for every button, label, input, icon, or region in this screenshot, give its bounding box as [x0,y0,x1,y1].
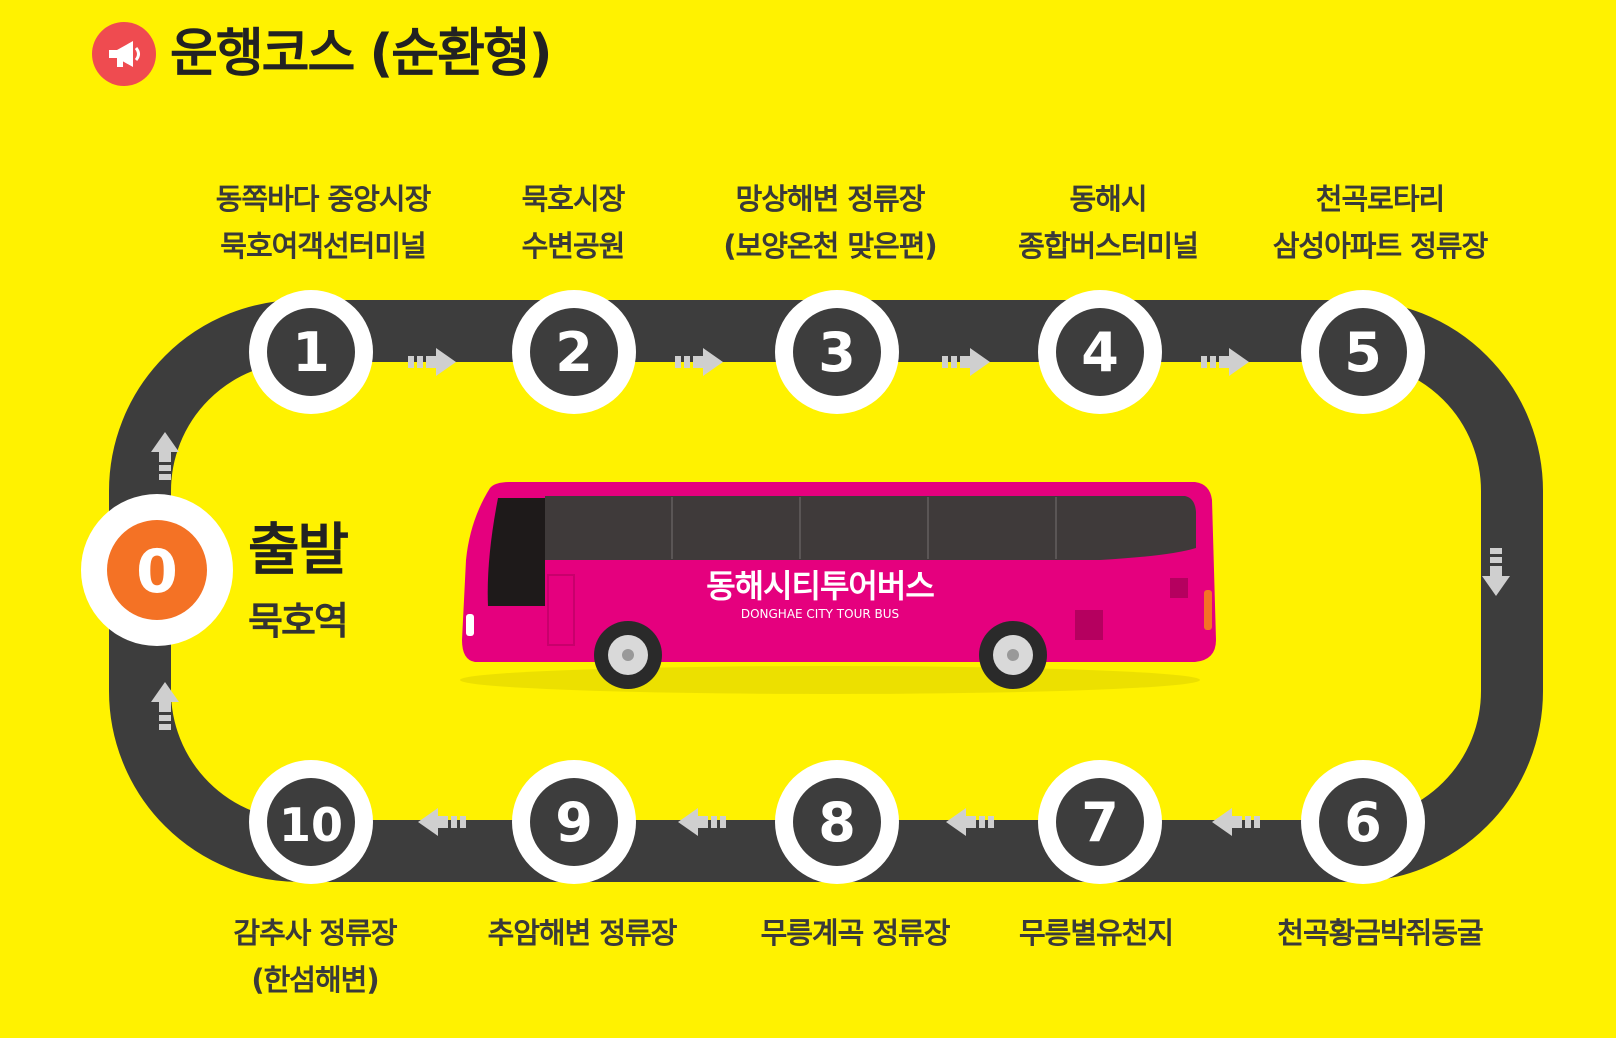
stop-label-5: 천곡로타리 삼성아파트 정류장 [1272,182,1489,263]
bus-brand-en: DONGHAE CITY TOUR BUS [741,607,899,621]
start-stop: 0 [81,494,233,646]
bus-head-light [466,614,474,636]
arrow-left-icon [678,808,726,836]
stop-label-7: 무릉별유천지 [1018,916,1174,950]
megaphone-icon [92,22,156,86]
bus-shadow [460,666,1200,694]
direction-arrows-right [1482,548,1510,596]
stop-1: 1 [249,290,373,414]
stop-label-10: 감추사 정류장 (한섬해변) [233,916,397,997]
stop-label-3: 망상해변 정류장 (보양온천 맞은편) [723,182,937,263]
stop-circle-inner [530,308,618,396]
stop-number: 1 [292,321,330,384]
arrow-right-icon [942,348,990,376]
arrow-right-icon [1201,348,1249,376]
page-title: 운행코스 (순환형) [170,24,553,84]
stop-number: 10 [279,798,343,852]
bus-wheel-rear [979,621,1047,689]
stop-10: 10 [249,760,373,884]
page-header: 운행코스 (순환형) [92,22,553,86]
stop-5: 5 [1301,290,1425,414]
stop-label-1: 동쪽바다 중앙시장 묵호여객선터미널 [215,182,432,263]
stop-circle-inner [793,308,881,396]
tour-bus: 동해시티투어버스 DONGHAE CITY TOUR BUS [460,482,1216,694]
stops: 1 2 3 4 5 6 7 8 9 10 [249,290,1425,884]
bus-windshield [487,498,545,606]
stop-3: 3 [775,290,899,414]
stop-number: 5 [1344,321,1382,384]
stop-number: 3 [818,321,856,384]
stop-4: 4 [1038,290,1162,414]
stop-9: 9 [512,760,636,884]
arrow-right-icon [675,348,723,376]
start-stop-name: 묵호역 [248,599,349,643]
arrow-down-icon [1482,548,1510,596]
arrow-up-icon [151,432,179,480]
stop-label-6: 천곡황금박쥐동굴 [1277,916,1483,950]
arrow-left-icon [1212,808,1260,836]
stop-circle-inner [530,778,618,866]
stop-6: 6 [1301,760,1425,884]
bus-vent [1170,578,1188,598]
bus-wheel-front [594,621,662,689]
stop-circle-inner [1319,778,1407,866]
stop-number: 2 [555,321,593,384]
stop-circle-inner [1056,308,1144,396]
bus-windows [545,496,1196,560]
stop-number: 9 [555,791,593,854]
bus-tail-light [1204,590,1212,630]
stop-number: 7 [1081,791,1119,854]
start-number: 0 [136,537,178,607]
arrow-left-icon [946,808,994,836]
stop-circle-inner [793,778,881,866]
bus-door [547,574,575,646]
stop-circle-inner [267,778,355,866]
stop-circle-inner [1056,778,1144,866]
stop-label-2: 묵호시장 수변공원 [521,182,626,263]
window-dividers [671,497,1057,559]
start-circle-inner [107,520,207,620]
arrow-up-icon [151,682,179,730]
stop-label-4: 동해시 종합버스터미널 [1018,182,1199,263]
stop-label-8: 무릉계곡 정류장 [760,916,951,950]
arrow-right-icon [408,348,456,376]
bus-brand: 동해시티투어버스 [706,567,934,605]
bus-grille [1075,610,1103,640]
direction-arrows-left [151,432,179,730]
stop-number: 8 [818,791,856,854]
stop-label-9: 추암해변 정류장 [487,916,678,950]
stop-circle-inner [267,308,355,396]
direction-arrows-bottom [418,808,1260,836]
arrow-left-icon [418,808,466,836]
stop-8: 8 [775,760,899,884]
stop-number: 6 [1344,791,1382,854]
stop-2: 2 [512,290,636,414]
stop-circle-inner [1319,308,1407,396]
stop-number: 4 [1081,321,1119,384]
direction-arrows-top [408,348,1249,376]
start-label: 출발 [248,518,349,583]
stop-7: 7 [1038,760,1162,884]
